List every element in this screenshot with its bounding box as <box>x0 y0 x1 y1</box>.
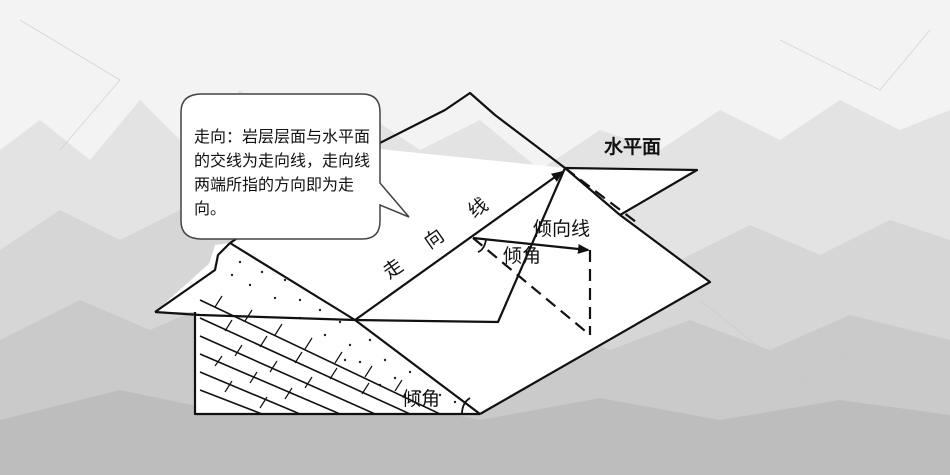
strike-line-arrow <box>354 170 564 321</box>
dip-angle-label-section: 倾角 <box>402 388 440 410</box>
dip-angle-arc-plane <box>477 239 487 253</box>
dip-angle-label-plane: 倾角 <box>503 245 541 267</box>
callout-text: 走向：岩层层面与水平面的交线为走向线，走向线两端所指的方向即为走向。 <box>194 127 371 218</box>
dip-angle-arc-section <box>461 397 471 415</box>
dashed-dip-line <box>472 237 591 336</box>
dip-direction-arrow <box>472 236 590 254</box>
dashed-strike-extension <box>564 167 641 226</box>
dip-direction-label: 倾向线 <box>533 218 590 240</box>
callout-bubble-shape <box>180 93 410 240</box>
strike-definition-callout: 走向：岩层层面与水平面的交线为走向线，走向线两端所指的方向即为走向。 <box>180 93 410 241</box>
horizontal-plane-label: 水平面 <box>604 136 662 158</box>
